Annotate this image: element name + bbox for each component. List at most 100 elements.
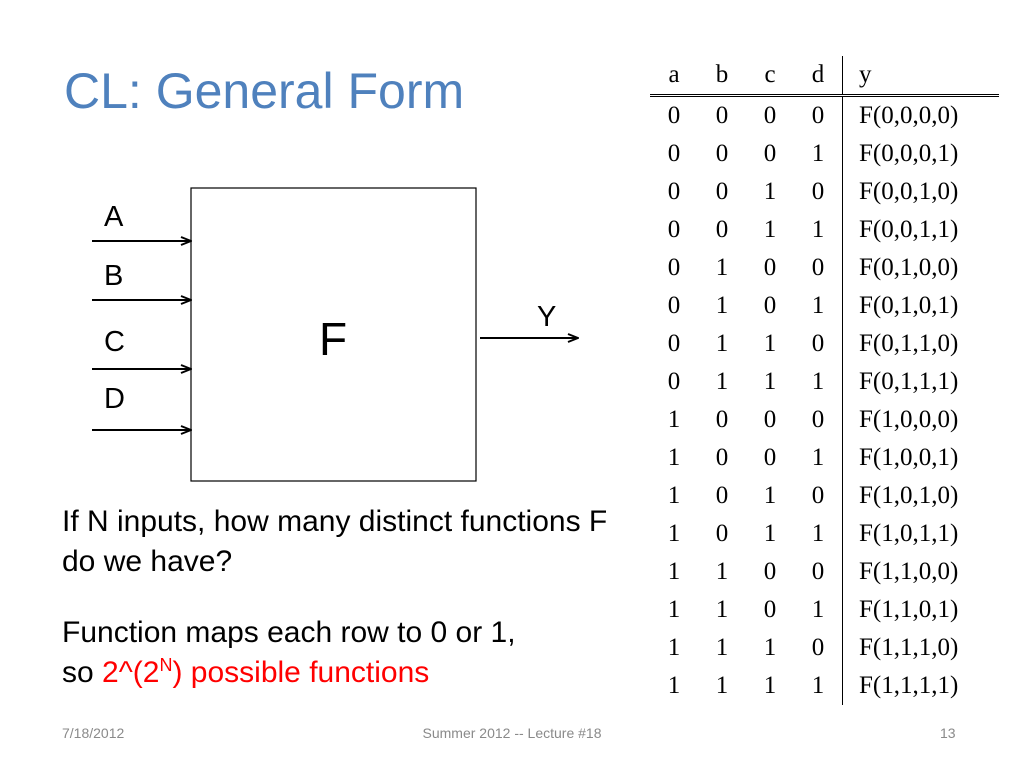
input-bit-cell: 1 [763, 520, 777, 547]
input-bit-cell: 0 [715, 520, 729, 547]
table-row: 0 1 1 0 F(0,1,1,0) [650, 325, 999, 363]
output-cell: F(1,0,1,0) [842, 477, 999, 515]
input-bit-cell: 1 [667, 558, 681, 585]
input-bit-cell: 0 [667, 368, 681, 395]
output-cell: F(0,1,1,0) [842, 325, 999, 363]
input-bit-cell: 0 [763, 292, 777, 319]
answer-expression: 2^(2N) possible functions [102, 654, 429, 689]
input-bit-cell: 0 [811, 178, 825, 205]
output-cell: F(0,0,1,0) [842, 173, 999, 211]
input-bit-cell: 1 [715, 254, 729, 281]
input-bit-cell: 1 [715, 634, 729, 661]
input-bit-cell: 1 [667, 520, 681, 547]
input-bit-cell: 1 [667, 482, 681, 509]
input-bit-cell: 0 [763, 406, 777, 433]
slide-title: CL: General Form [64, 63, 465, 119]
output-cell: F(0,1,0,1) [842, 287, 999, 325]
input-bit-cell: 0 [715, 216, 729, 243]
input-bit-cell: 0 [763, 596, 777, 623]
input-bit-cell: 1 [811, 672, 825, 699]
output-cell: F(1,1,0,1) [842, 591, 999, 629]
input-bit-cell: 0 [811, 254, 825, 281]
input-bit-cell: 0 [715, 444, 729, 471]
input-bit-cell: 1 [667, 406, 681, 433]
expression-base: 2^(2 [102, 655, 160, 689]
output-cell: F(1,0,1,1) [842, 515, 999, 553]
table-row: 1 1 0 1 F(1,1,0,1) [650, 591, 999, 629]
input-bit-cell: 0 [715, 102, 729, 129]
input-bit-cell: 1 [715, 558, 729, 585]
header-d: d [811, 61, 825, 88]
input-bit-cell: 0 [811, 634, 825, 661]
output-cell: F(1,1,1,0) [842, 629, 999, 667]
input-bit-cell: 0 [763, 558, 777, 585]
input-bit-cell: 1 [811, 596, 825, 623]
input-bit-cell: 0 [763, 140, 777, 167]
input-bit-cell: 1 [811, 216, 825, 243]
input-bit-cell: 0 [811, 406, 825, 433]
footer-date: 7/18/2012 [62, 725, 125, 741]
input-bit-cell: 1 [667, 596, 681, 623]
input-bit-cell: 0 [811, 102, 825, 129]
table-row: 1 1 0 0 F(1,1,0,0) [650, 553, 999, 591]
input-bit-cell: 1 [715, 368, 729, 395]
input-bit-cell: 1 [763, 368, 777, 395]
answer-line1: Function maps each row to 0 or 1, [62, 616, 516, 649]
output-cell: F(0,1,0,0) [842, 249, 999, 287]
input-bit-cell: 1 [715, 330, 729, 357]
output-cell: F(0,1,1,1) [842, 363, 999, 401]
input-bit-cell: 0 [667, 292, 681, 319]
header-b: b [715, 61, 729, 88]
answer-text: Function maps each row to 0 or 1, so 2^(… [62, 613, 632, 692]
output-cell: F(0,0,0,0) [842, 95, 999, 135]
input-bit-cell: 0 [811, 482, 825, 509]
input-bit-cell: 1 [763, 672, 777, 699]
table-row: 1 0 1 1 F(1,0,1,1) [650, 515, 999, 553]
input-bit-cell: 0 [811, 330, 825, 357]
input-bit-cell: 0 [763, 444, 777, 471]
input-bit-cell: 0 [667, 140, 681, 167]
input-bit-cell: 1 [811, 520, 825, 547]
output-cell: F(1,1,1,1) [842, 667, 999, 705]
question-text: If N inputs, how many distinct functions… [62, 505, 608, 578]
input-bit-cell: 1 [763, 330, 777, 357]
input-label-c: C [104, 326, 125, 358]
function-box [190, 187, 477, 482]
input-bit-cell: 1 [667, 444, 681, 471]
table-header-row: a b c d y [650, 56, 999, 96]
input-bit-cell: 1 [811, 140, 825, 167]
input-bit-cell: 0 [763, 254, 777, 281]
input-bit-cell: 1 [715, 596, 729, 623]
header-a: a [668, 61, 680, 88]
input-label-d: D [104, 383, 125, 415]
input-bit-cell: 0 [811, 558, 825, 585]
output-cell: F(1,0,0,0) [842, 401, 999, 439]
input-bit-cell: 1 [715, 672, 729, 699]
output-cell: F(0,0,0,1) [842, 135, 999, 173]
input-bit-cell: 1 [715, 292, 729, 319]
output-label: Y [537, 301, 556, 333]
output-cell: F(1,0,0,1) [842, 439, 999, 477]
footer-page-number: 13 [940, 725, 956, 741]
expression-superscript: N [159, 654, 173, 675]
output-cell: F(0,0,1,1) [842, 211, 999, 249]
output-cell: F(1,1,0,0) [842, 553, 999, 591]
function-label: F [319, 313, 347, 365]
answer-so: so [62, 655, 103, 689]
input-bit-cell: 1 [763, 178, 777, 205]
input-bit-cell: 0 [667, 330, 681, 357]
